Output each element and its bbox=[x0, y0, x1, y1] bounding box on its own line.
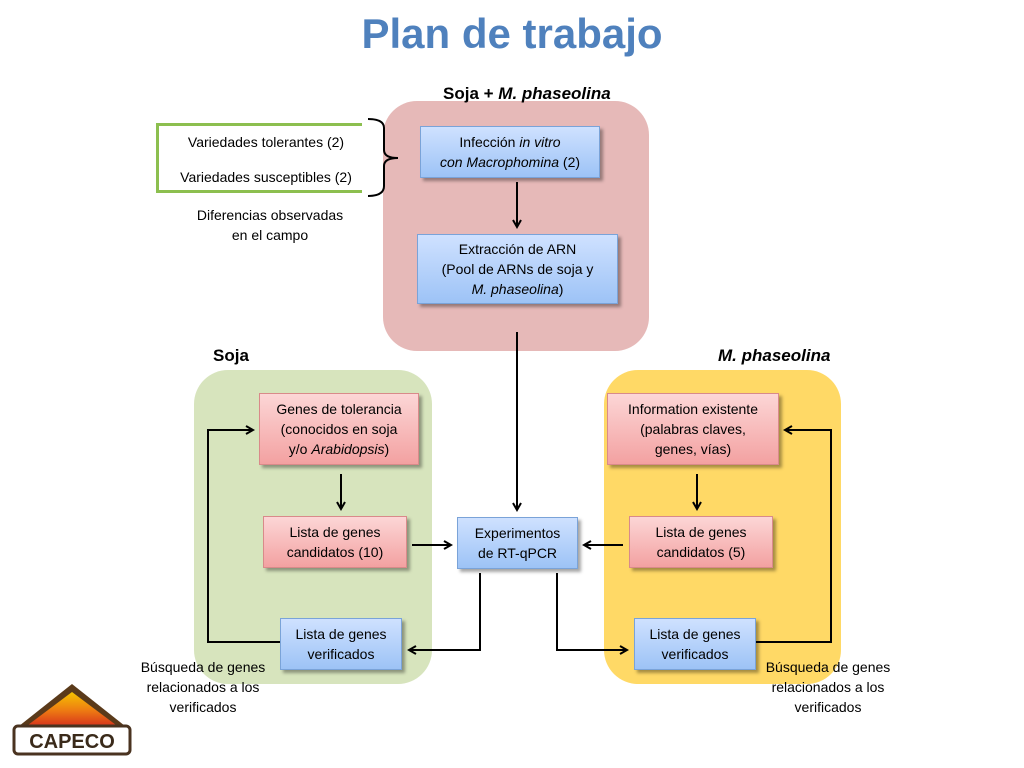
note-line-1: Diferencias observadas bbox=[196, 207, 344, 223]
infection-line-2a: con Macrophomina bbox=[439, 154, 560, 170]
tolerance-genes-box: Genes de tolerancia (conocidos en soja y… bbox=[259, 393, 419, 465]
extraction-line-2: (Pool de ARNs de soja y bbox=[441, 261, 594, 277]
soy-candidates-line-1: Lista de genes bbox=[289, 524, 381, 540]
susceptible-varieties: Variedades susceptibles (2) bbox=[180, 169, 352, 185]
soy-verified-line-1: Lista de genes bbox=[295, 626, 387, 642]
left-section-header: Soja bbox=[213, 346, 249, 365]
extraction-line-1: Extracción de ARN bbox=[458, 241, 577, 257]
right-section-header: M. phaseolina bbox=[718, 346, 830, 366]
rna-extraction-box: Extracción de ARN (Pool de ARNs de soja … bbox=[417, 234, 618, 304]
infection-line-1a: Infección bbox=[459, 134, 520, 150]
soy-candidates-line-2: candidatos (10) bbox=[286, 544, 384, 560]
right-search-line-1: Búsqueda de genes bbox=[765, 659, 891, 675]
mp-candidates-line-2: candidatos (5) bbox=[656, 544, 746, 560]
page-title: Plan de trabajo bbox=[361, 10, 663, 57]
tolerance-line-3c: ) bbox=[384, 441, 390, 457]
info-line-1: Information existente bbox=[628, 401, 758, 417]
info-line-2: (palabras claves, bbox=[640, 421, 746, 437]
extraction-line-3a: M. phaseolina bbox=[471, 281, 559, 297]
top-section-header: Soja + M. phaseolina bbox=[443, 84, 611, 104]
infection-line-2: con Macrophomina (2) bbox=[440, 152, 580, 172]
rt-qpcr-box: Experimentos de RT-qPCR bbox=[457, 517, 578, 569]
info-line-3: genes, vías) bbox=[654, 441, 732, 457]
rtqpcr-line-1: Experimentos bbox=[474, 525, 561, 541]
capeco-logo: CAPECO bbox=[12, 684, 132, 756]
mp-candidate-genes-box: Lista de genes candidatos (5) bbox=[629, 516, 773, 568]
soy-candidate-genes-box: Lista de genes candidatos (10) bbox=[263, 516, 407, 568]
right-search-line-3: verificados bbox=[794, 699, 862, 715]
top-header-italic: M. phaseolina bbox=[498, 84, 611, 103]
extraction-line-3b: ) bbox=[558, 281, 564, 297]
varieties-box bbox=[156, 123, 362, 193]
left-search-line-1: Búsqueda de genes bbox=[140, 659, 266, 675]
mp-candidates-line-1: Lista de genes bbox=[655, 524, 747, 540]
left-search-line-2: relacionados a los bbox=[146, 679, 260, 695]
tolerance-line-1: Genes de tolerancia bbox=[276, 401, 402, 417]
infection-line-2b: (2) bbox=[559, 154, 581, 170]
mp-verified-line-2: verificados bbox=[661, 646, 729, 662]
infection-line-1b: in vitro bbox=[519, 134, 561, 150]
left-search-note: Búsqueda de genes relacionados a los ver… bbox=[128, 657, 278, 717]
tolerance-line-3: y/o Arabidopsis) bbox=[276, 439, 401, 459]
infection-box: Infección in vitro con Macrophomina (2) bbox=[420, 126, 600, 178]
note-line-2: en el campo bbox=[231, 227, 309, 243]
left-search-line-3: verificados bbox=[169, 699, 237, 715]
extraction-line-3: M. phaseolina) bbox=[442, 279, 594, 299]
soy-verified-line-2: verificados bbox=[307, 646, 375, 662]
right-search-line-2: relacionados a los bbox=[771, 679, 885, 695]
rtqpcr-line-2: de RT-qPCR bbox=[477, 545, 558, 561]
tolerance-line-3b: Arabidopsis bbox=[311, 441, 385, 457]
existing-information-box: Information existente (palabras claves, … bbox=[607, 393, 779, 465]
mp-verified-genes-box: Lista de genes verificados bbox=[634, 618, 756, 670]
tolerance-line-2: (conocidos en soja bbox=[280, 421, 398, 437]
field-differences-note: Diferencias observadas en el campo bbox=[170, 205, 370, 245]
tolerance-line-3a: y/o bbox=[288, 441, 312, 457]
right-search-note: Búsqueda de genes relacionados a los ver… bbox=[753, 657, 903, 717]
infection-line-1: Infección in vitro bbox=[440, 132, 580, 152]
capeco-logo-text: CAPECO bbox=[29, 731, 115, 753]
top-header-prefix: Soja + bbox=[443, 84, 499, 103]
tolerant-varieties: Variedades tolerantes (2) bbox=[187, 134, 345, 150]
soy-verified-genes-box: Lista de genes verificados bbox=[280, 618, 402, 670]
mp-verified-line-1: Lista de genes bbox=[649, 626, 741, 642]
right-header-italic: M. phaseolina bbox=[718, 346, 831, 365]
